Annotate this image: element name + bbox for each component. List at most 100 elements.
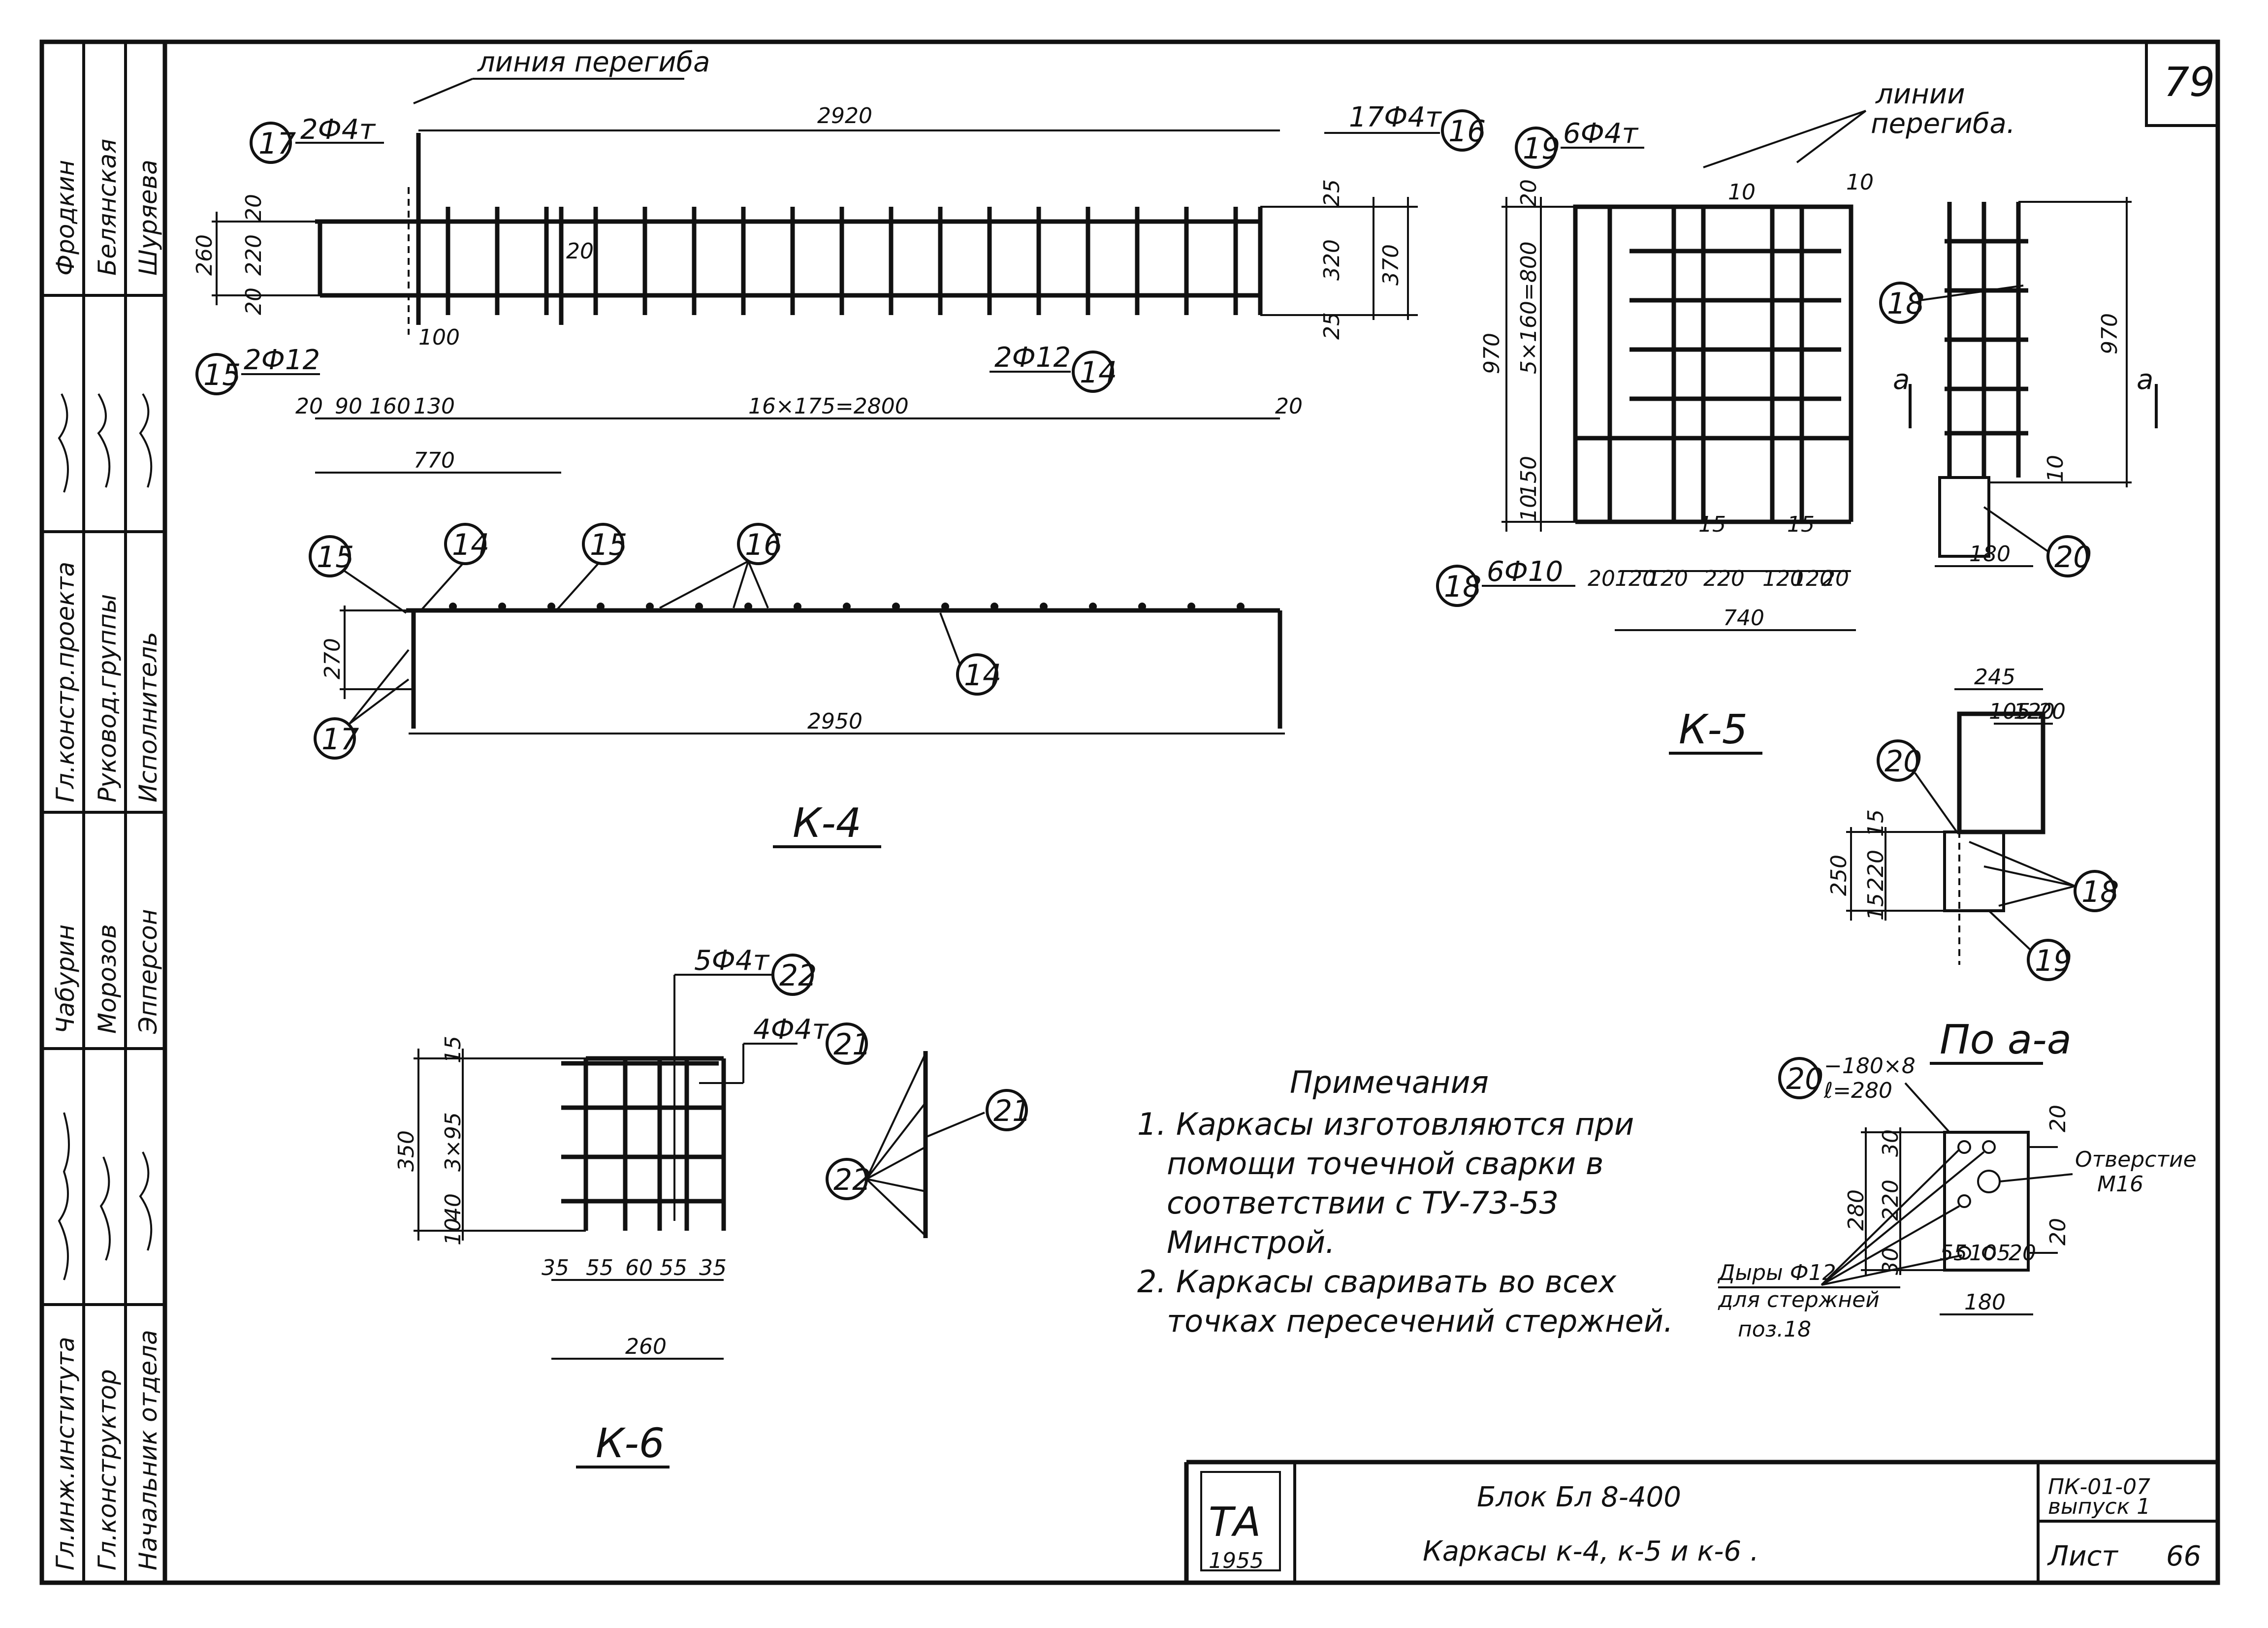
k5-bottom-dim: 120 <box>1615 566 1656 591</box>
k5-callout-18: 6Ф10 <box>1487 556 1563 588</box>
k6-plan <box>865 1051 985 1238</box>
k6-bottom-dim: 60 <box>625 1255 653 1280</box>
k6-bottom-dim: 35 <box>699 1255 727 1280</box>
section-dim-30a: 30 <box>1878 1129 1903 1157</box>
section-plate-length: ℓ=280 <box>1823 1078 1892 1103</box>
k6-caption: К-6 <box>596 1420 665 1467</box>
title-line-1: Блок Бл 8-400 <box>1477 1481 1681 1513</box>
signature-2 <box>99 1156 111 1261</box>
k5-bottom-dim: 120 <box>1762 566 1804 591</box>
section-holes-note-1: Дыры Ф12 <box>1717 1260 1836 1285</box>
k4-plan-dot <box>794 603 801 610</box>
k5-section-mark-left: а <box>1893 364 1910 396</box>
page-number: 79 <box>2164 59 2215 106</box>
k4-plan-dot <box>892 603 900 610</box>
section-hole-label: Отверстие <box>2075 1147 2197 1172</box>
svg-text:18: 18 <box>2081 875 2119 909</box>
section-dim-280: 280 <box>1844 1189 1869 1231</box>
page-number-box <box>2145 40 2219 127</box>
section-aa-plate <box>1861 1127 2058 1315</box>
section-dim-220: 220 <box>1878 1180 1903 1221</box>
k4-dim-130: 130 <box>414 394 455 419</box>
k4-dim-260: 260 <box>192 234 217 276</box>
section-holes-note-3: поз.18 <box>1738 1317 1811 1342</box>
svg-text:19: 19 <box>1523 131 1560 166</box>
note-line-3: соответствии с ТУ-73-53 <box>1167 1185 1559 1221</box>
k5-dim-970: 970 <box>1479 333 1504 374</box>
plan-dim-220: 220 <box>1863 850 1888 891</box>
k4-dim-2950: 2950 <box>807 709 862 734</box>
logo-letters: ТА <box>1209 1499 1261 1546</box>
k4-dim-20c: 20 <box>241 194 266 222</box>
k5-side-dim-180: 180 <box>1969 542 2011 567</box>
stamp-name-1: Чабурин <box>51 925 80 1034</box>
k4-plan <box>340 603 1285 734</box>
k4-plan-dot <box>646 603 654 610</box>
code-line-2: выпуск 1 <box>2048 1494 2150 1519</box>
k5-callout-19: 6Ф4т <box>1563 118 1638 150</box>
k4-plan-dot <box>1237 603 1245 610</box>
section-dim-20a: 20 <box>2045 1105 2071 1132</box>
logo <box>1200 1471 1281 1571</box>
k4-mark-17 <box>250 122 292 164</box>
section-aa-title: По а-а <box>1940 1017 2072 1063</box>
k4-callout-16: 17Ф4т <box>1349 101 1442 133</box>
k6-dim-260: 260 <box>625 1334 667 1359</box>
svg-text:14: 14 <box>964 658 1001 693</box>
k5-dim-10b: 10 <box>1728 180 1756 205</box>
k6-dim-295: 3×95 <box>441 1112 466 1172</box>
k4-plan-dot <box>941 603 949 610</box>
k4-plan-dot <box>547 603 555 610</box>
k4-callout-17: 2Ф4т <box>300 114 376 146</box>
notes-heading: Примечания <box>1290 1064 1489 1100</box>
note-line-4: Минстрой. <box>1167 1224 1335 1260</box>
svg-text:22: 22 <box>833 1163 871 1197</box>
k4-dim-370: 370 <box>1378 244 1404 286</box>
k5-side-dim-10: 10 <box>2043 455 2068 482</box>
k4-plan-dot <box>695 603 703 610</box>
plan-dim-245: 245 <box>1974 665 2015 690</box>
k5-dim-740: 740 <box>1723 606 1764 631</box>
plan-dim-15a: 15 <box>1863 809 1888 837</box>
code-line-1: ПК-01-07 <box>2048 1474 2150 1500</box>
k5-dim-15a: 15 <box>1698 512 1726 537</box>
k4-plan-dot <box>843 603 851 610</box>
title-block: ТА 1955 Блок Бл 8-400 Каркасы к-4, к-5 и… <box>1184 1460 2218 1583</box>
svg-text:16: 16 <box>1448 114 1486 149</box>
logo-year: 1955 <box>1209 1548 1264 1573</box>
k5-elevation <box>1501 197 1856 631</box>
k4-dim-160: 160 <box>369 394 411 419</box>
svg-text:18: 18 <box>1444 570 1481 604</box>
plan-dim-105: 105 <box>1989 699 2030 724</box>
k5-caption: К-5 <box>1679 706 1748 753</box>
svg-text:20: 20 <box>1786 1062 1823 1096</box>
signature-5 <box>97 393 111 488</box>
section-dim-55: 55 <box>1940 1241 1967 1266</box>
k4-dim-2920: 2920 <box>817 103 872 128</box>
section-plate-size: −180×8 <box>1824 1053 1916 1079</box>
svg-text:21: 21 <box>993 1094 1031 1128</box>
svg-text:22: 22 <box>779 958 817 993</box>
signature-6 <box>139 393 153 488</box>
plan-dim-20: 20 <box>2038 699 2066 724</box>
k4-dim-220: 220 <box>241 234 266 276</box>
note-line-6: точках пересечений стержней. <box>1167 1303 1673 1339</box>
k4-dim-90: 90 <box>335 394 362 419</box>
stamp-name-2: Морозов <box>93 924 122 1034</box>
signature-4 <box>58 393 69 493</box>
k4-dim-270: 270 <box>320 638 345 679</box>
svg-text:14: 14 <box>1080 355 1117 390</box>
note-line-5: 2. Каркасы сваривать во всех <box>1137 1264 1617 1300</box>
k4-mark-15 <box>195 353 238 395</box>
k5-side-dim-970: 970 <box>2097 313 2122 354</box>
svg-text:15: 15 <box>203 358 241 392</box>
k4-plan-dot <box>744 603 752 610</box>
stamp-role-3: Начальник отдела <box>134 1330 162 1570</box>
stamp-role-2: Гл.конструктор <box>93 1369 122 1570</box>
k5-bottom-dim: 220 <box>1703 566 1745 591</box>
k5-bottom-dim: 20 <box>1821 566 1849 591</box>
note-line-1: 1. Каркасы изготовляются при <box>1137 1106 1634 1142</box>
k6-bottom-dim: 55 <box>660 1255 687 1280</box>
svg-text:19: 19 <box>2035 944 2072 978</box>
